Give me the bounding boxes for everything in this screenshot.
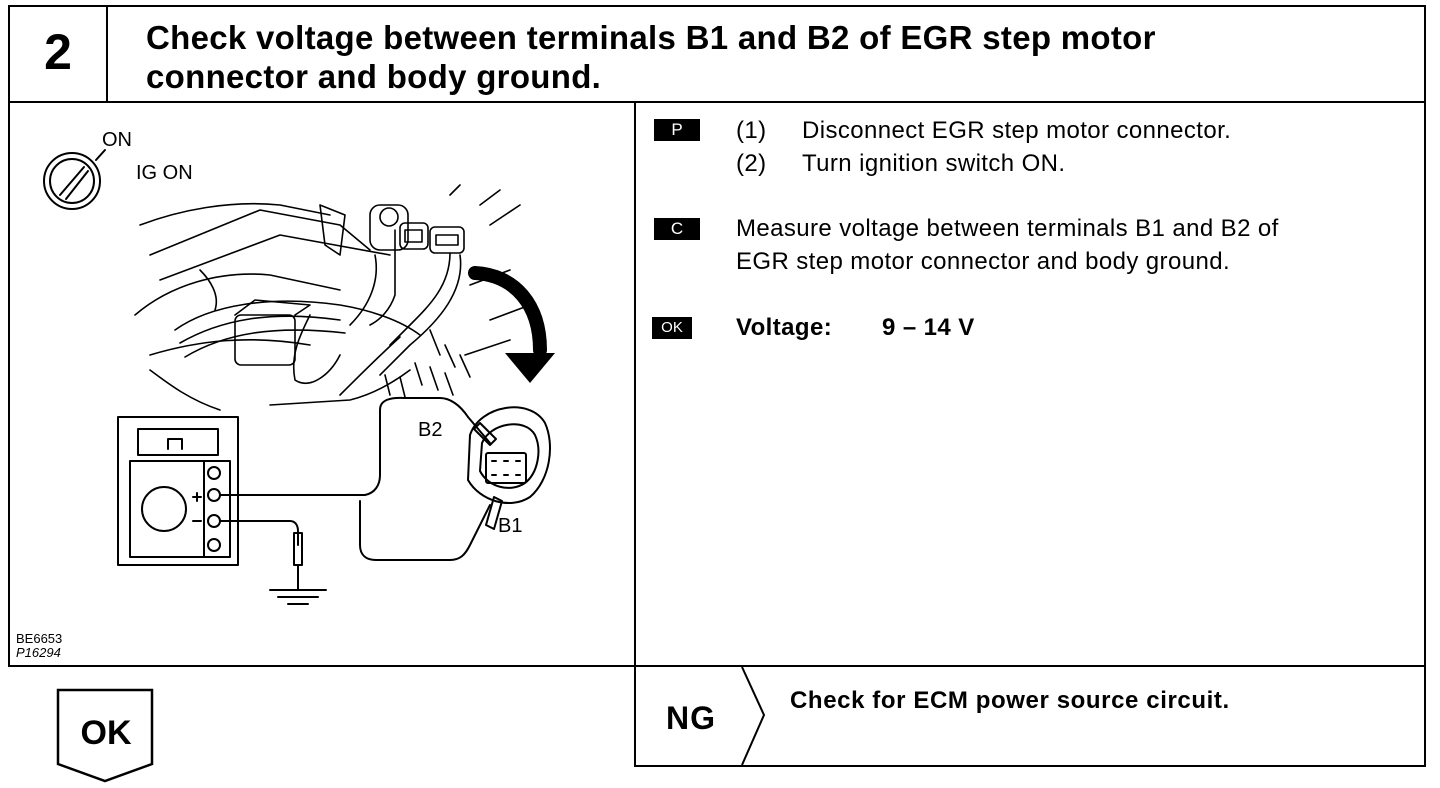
title-line-1: Check voltage between terminals B1 and B… — [146, 19, 1156, 56]
prep-step-2-number: (2) — [736, 150, 767, 177]
prep-step-1: Disconnect EGR step motor connector. — [802, 117, 1232, 144]
voltage-value: 9 – 14 V — [882, 314, 975, 341]
negative-lead — [219, 520, 299, 546]
check-tag: C — [654, 218, 700, 240]
prep-step-1-number: (1) — [736, 117, 767, 144]
ok-arrow-box — [56, 688, 154, 783]
prep-tag: P — [654, 119, 700, 141]
ground-symbol-icon — [269, 582, 327, 605]
on-label: ON — [102, 129, 132, 151]
terminal-b1-label: B1 — [498, 515, 522, 537]
terminal-b2-label: B2 — [418, 419, 442, 441]
check-line-2: EGR step motor connector and body ground… — [736, 248, 1231, 275]
step-header — [8, 5, 1426, 103]
ng-instruction: Check for ECM power source circuit. — [790, 687, 1230, 714]
title-line-2: connector and body ground. — [146, 58, 602, 95]
ok-tag: OK — [652, 317, 692, 339]
step-title: Check voltage between terminals B1 and B… — [146, 18, 1406, 96]
step-number: 2 — [44, 24, 72, 80]
egr-connector-icon — [467, 406, 551, 505]
ignition-switch-icon — [43, 152, 101, 210]
figure-code-1: BE6653 — [16, 631, 62, 646]
ng-chevron — [741, 667, 766, 766]
main-panel — [8, 103, 1426, 667]
check-line-1: Measure voltage between terminals B1 and… — [736, 215, 1279, 242]
step-number-box — [8, 5, 108, 103]
engine-bay-sketch — [134, 184, 531, 411]
ig-on-label: IG ON — [136, 162, 193, 184]
ng-label: NG — [666, 700, 716, 736]
wiring-illustration: ON IG ON B2 B1 BE6653 P16294 — [16, 129, 555, 660]
ng-result-box — [634, 667, 1426, 767]
prep-step-2: Turn ignition switch ON. — [802, 150, 1066, 177]
figure-code-2: P16294 — [16, 645, 61, 660]
curved-arrow — [468, 266, 547, 357]
ok-label: OK — [80, 714, 132, 752]
positive-lead — [219, 396, 491, 496]
panel-divider — [634, 103, 636, 667]
voltage-label: Voltage: — [736, 314, 833, 341]
voltmeter-icon — [117, 416, 239, 566]
